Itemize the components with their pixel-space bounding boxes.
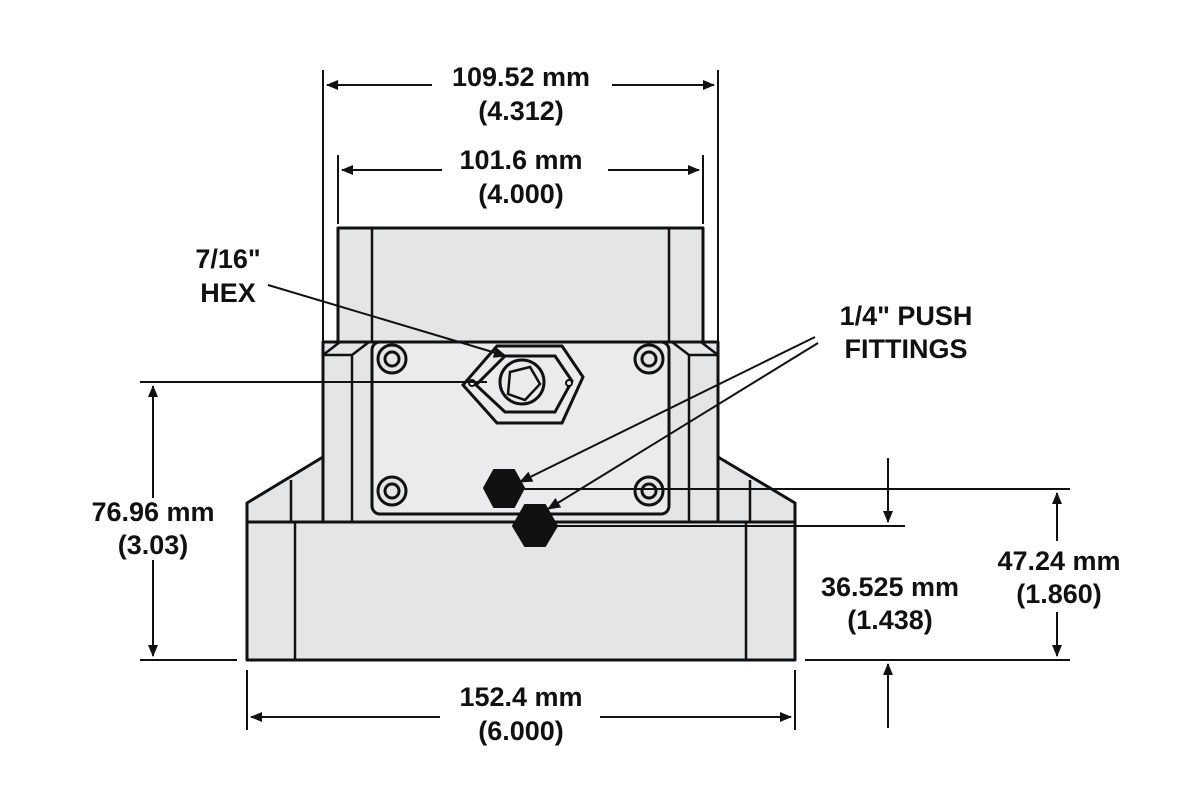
base-width-mm: 152.4 mm	[459, 682, 582, 712]
top-cap	[336, 226, 705, 344]
overall-height-in: (3.03)	[118, 530, 189, 560]
fittings-callout-line1: 1/4" PUSH	[840, 301, 973, 331]
upper-fitting-height-in: (1.860)	[1016, 579, 1102, 609]
hex-drive-icon	[460, 344, 585, 425]
callout-labels: 7/16" HEX 1/4" PUSH FITTINGS	[195, 244, 972, 364]
lower-fitting-height-in: (1.438)	[847, 605, 933, 635]
overall-height-mm: 76.96 mm	[91, 497, 214, 527]
socket-head-screw-icon	[376, 343, 665, 507]
left-flange	[245, 455, 325, 524]
push-fitting-icon	[482, 469, 559, 547]
top-outer-mm: 109.52 mm	[452, 62, 590, 92]
body-detail-lines	[289, 228, 752, 660]
top-inner-in: (4.000)	[478, 179, 564, 209]
callout-leaders	[267, 284, 819, 510]
base-block	[245, 520, 797, 662]
dimension-lines	[140, 70, 1070, 730]
upper-fitting-height-mm: 47.24 mm	[997, 546, 1120, 576]
fittings-callout-line2: FITTINGS	[845, 334, 968, 364]
dimension-labels: 109.52 mm (4.312) 101.6 mm (4.000) 76.96…	[91, 62, 1120, 746]
top-outer-in: (4.312)	[478, 96, 564, 126]
lower-fitting-height-mm: 36.525 mm	[821, 572, 959, 602]
hex-callout-line2: HEX	[200, 278, 256, 308]
top-inner-mm: 101.6 mm	[459, 145, 582, 175]
hex-callout-line1: 7/16"	[195, 244, 260, 274]
base-width-in: (6.000)	[478, 716, 564, 746]
